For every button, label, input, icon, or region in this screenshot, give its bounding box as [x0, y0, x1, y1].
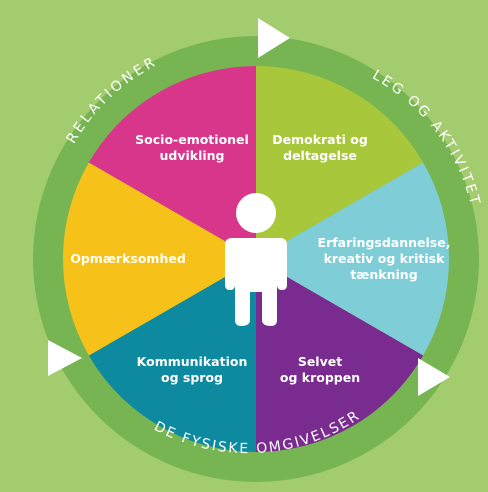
wedge-label-line: Erfaringsdannelse, [318, 235, 451, 250]
wedge-label-line: udvikling [159, 148, 224, 163]
wedge-label-line: Kommunikation [137, 354, 248, 369]
wedge-label-line: og kroppen [280, 370, 360, 385]
wedge-label-line: Opmærksomhed [70, 251, 186, 266]
wedge-label-4: Opmærksomhed [70, 251, 186, 266]
child-figure-icon [225, 193, 287, 326]
wedge-label-line: kreativ og kritisk [324, 251, 446, 266]
wedge-label-line: Socio-emotionel [135, 132, 249, 147]
wedge-label-line: Demokrati og [272, 132, 368, 147]
wedge-label-line: og sprog [161, 370, 223, 385]
wedge-label-line: tænkning [350, 267, 417, 282]
arrow-right-icon [418, 358, 450, 396]
wedge-1 [256, 162, 449, 356]
wedge-4 [63, 162, 256, 356]
wedge-3 [88, 259, 256, 452]
arrow-top-icon [258, 18, 290, 58]
wedge-2 [256, 259, 424, 452]
wedge-label-line: Selvet [298, 354, 342, 369]
wedge-label-line: deltagelse [283, 148, 357, 163]
arrow-left-icon [48, 340, 82, 376]
wedge-0 [256, 66, 424, 259]
wedge-5 [88, 66, 256, 259]
